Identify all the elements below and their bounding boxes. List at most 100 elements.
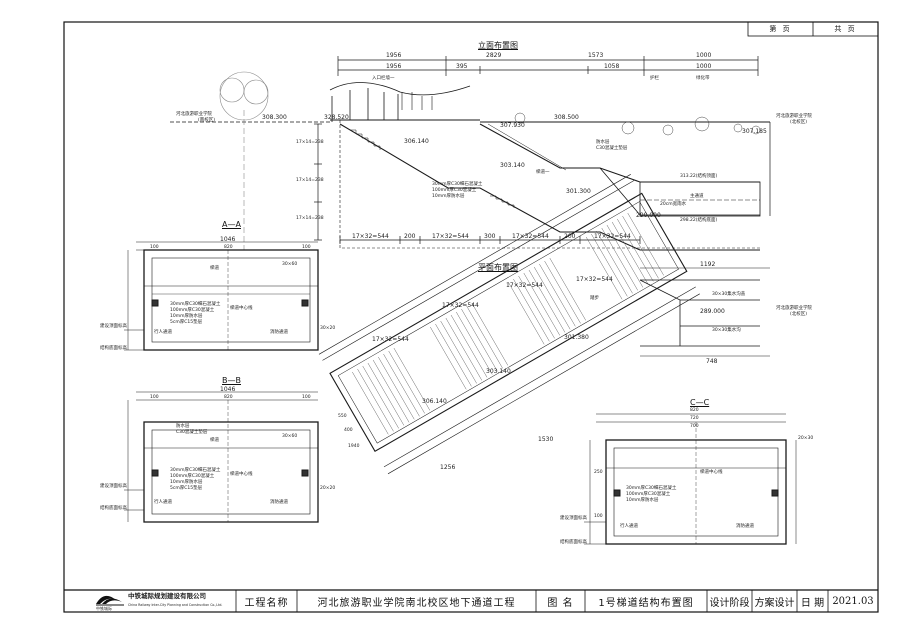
sec-b-stair: 梯道 <box>210 438 219 443</box>
sec-a-layer: 10mm厚防水层 <box>170 314 203 319</box>
plan-diag-dim: 17×32=544 <box>442 302 479 309</box>
plan-title: 平面布置图 <box>478 263 518 272</box>
plan-stair-label: 踏步 <box>590 296 599 301</box>
bottom-dim: 17×32=544 <box>594 233 631 240</box>
plan-elevation: 306.140 <box>422 398 447 405</box>
drain-label: 20cm宽雨水 <box>660 202 687 207</box>
plan-elevation: 289.000 <box>700 308 725 315</box>
sec-c-fire: 消防通道 <box>736 524 754 529</box>
logo-text: 中铁城际 <box>96 606 112 611</box>
drawing-name: 1号梯道结构布置图 <box>598 597 694 609</box>
stage-value: 方案设计 <box>754 597 795 609</box>
sec-a-layer: 100mm厚C30混凝土 <box>170 308 215 313</box>
sec-b-walk: 行人通道 <box>154 500 172 505</box>
plan-elevation: 303.140 <box>486 368 511 375</box>
bottom-dim: 200 <box>404 233 416 240</box>
sec-a-walk: 行人通道 <box>154 330 172 335</box>
sec-c-dim: 720 <box>690 416 699 421</box>
sec-b-subdim: 100 <box>302 395 311 400</box>
section-c-title: C—C <box>690 398 710 407</box>
sec-b-layer: 5cm厚C15垫层 <box>170 486 203 491</box>
section-b-view <box>124 391 319 523</box>
sec-b-box: 30×60 <box>282 434 298 439</box>
tunnel-top-label: 313.22(结构顶面) <box>680 174 718 179</box>
sec-b-fire: 消防通道 <box>270 500 288 505</box>
sec-b-dim: 1046 <box>220 386 236 393</box>
left-dim: 17×14=238 <box>296 216 324 221</box>
elevation-mark: 303.140 <box>500 162 525 169</box>
project-label: 工程名称 <box>244 597 289 609</box>
drawing-label: 图 名 <box>547 597 574 609</box>
sec-b-subdim: 100 <box>150 395 159 400</box>
sec-b-wp: 防水层 <box>176 424 190 429</box>
sec-c-left-dim: 250 <box>594 470 603 475</box>
plan-left-dim: 550 <box>338 414 347 419</box>
sec-b-layer: 100mm厚C30混凝土 <box>170 474 215 479</box>
tunnel-name-label: 主通道 <box>690 194 704 199</box>
sec-c-dim: 700 <box>690 424 699 429</box>
dim-label: 395 <box>456 63 468 70</box>
dim-label: 1000 <box>696 63 712 70</box>
dim-label: 1573 <box>588 52 604 59</box>
sec-b-ground: 建设顶面标高 <box>100 484 127 489</box>
waterproof-sub-label: C30混凝土垫层 <box>596 146 628 151</box>
sec-b-layer: 10mm厚防水层 <box>170 480 203 485</box>
sec-b-centre: 梯道中心线 <box>230 472 253 477</box>
sec-a-subdim: 100 <box>302 245 311 250</box>
sec-a-box: 30×60 <box>282 262 298 267</box>
sec-c-layer: 30mm厚C30细石混凝土 <box>626 486 677 491</box>
plan-note: 30×30集水沟 <box>712 328 741 333</box>
company-name-en: China Railway Inter-City Planning and Co… <box>128 603 223 607</box>
elevation-mark: 308.500 <box>554 114 579 121</box>
plan-diag-dim: 17×32=544 <box>576 276 613 283</box>
elevation-mark: 306.140 <box>404 138 429 145</box>
project-name: 河北旅游职业学院南北校区地下通道工程 <box>317 597 516 609</box>
bottom-dim: 17×32=544 <box>352 233 389 240</box>
date-value: 2021.03 <box>832 595 874 607</box>
dim-label: 1956 <box>386 52 402 59</box>
layer-note: 30mm厚C30细石混凝土 <box>432 182 483 187</box>
south-campus-sub: (南校区) <box>198 118 216 123</box>
left-dim: 17×14=238 <box>296 140 324 145</box>
north-campus-tag: 河北旅游职业学院 <box>776 114 812 119</box>
stage-label: 设计阶段 <box>709 597 750 609</box>
sec-b-subdim: 820 <box>224 395 233 400</box>
bottom-dim: 300 <box>484 233 496 240</box>
sec-c-dim: 820 <box>690 408 699 413</box>
plan-note: 30×30集水沟盖 <box>712 292 746 297</box>
plan-diag-dim: 17×32=544 <box>506 282 543 289</box>
plan-view <box>318 174 770 475</box>
sec-c-walk: 行人通道 <box>620 524 638 529</box>
sec-c-left-dim: 100 <box>594 514 603 519</box>
total-pages-label: 共 页 <box>834 25 857 33</box>
dim-label: 2829 <box>486 52 502 59</box>
sec-c-centre: 梯道中心线 <box>700 470 723 475</box>
layer-note: 10mm厚防水层 <box>432 194 465 199</box>
sec-c-struct: 结构底面标高 <box>560 540 587 545</box>
elevation-mark: 328.520 <box>324 114 349 121</box>
elevation-mark: 308.300 <box>262 114 287 121</box>
guard-label: 护栏 <box>650 76 659 81</box>
left-dim: 17×14=238 <box>296 178 324 183</box>
page-number-label: 第 页 <box>769 25 792 33</box>
sec-c-layer: 100mm厚C30混凝土 <box>626 492 671 497</box>
shrub-icons <box>514 112 761 136</box>
plan-top-dim: 1192 <box>700 261 716 268</box>
company-logo-icon <box>96 595 124 606</box>
elevation-mark: 307.930 <box>500 122 525 129</box>
dim-label: 1000 <box>696 52 712 59</box>
sec-c-box: 20×30 <box>798 436 814 441</box>
sec-a-dim: 1046 <box>220 236 236 243</box>
sec-c-layer: 10mm厚防水层 <box>626 498 659 503</box>
sec-a-subdim: 100 <box>150 245 159 250</box>
sec-b-wp: C30混凝土垫层 <box>176 430 208 435</box>
south-campus-tag: 河北旅游职业学院 <box>176 112 212 117</box>
tree-icon <box>219 71 269 250</box>
plan-left-dim: 1940 <box>348 444 360 449</box>
sec-b-corner: 20×20 <box>320 486 336 491</box>
sec-a-layer: 30mm厚C30细石混凝土 <box>170 302 221 307</box>
sec-b-layer: 30mm厚C30细石混凝土 <box>170 468 221 473</box>
section-b-title: B—B <box>222 376 241 385</box>
section-c-view <box>584 413 797 545</box>
